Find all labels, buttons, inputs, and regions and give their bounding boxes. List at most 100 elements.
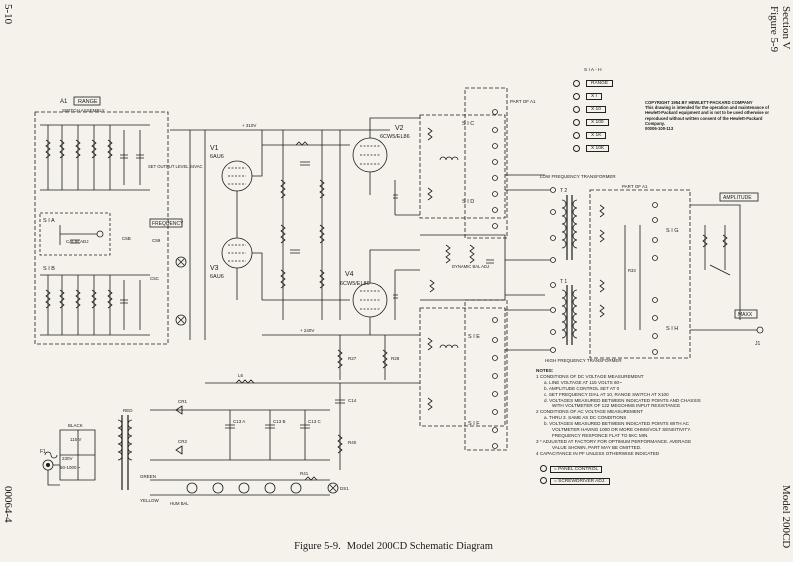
note-line: c. SET FREQUENCY DIAL AT 10, RANGE SWITC… [544, 391, 669, 397]
note-line: WITH VOLTMETER OF 122 MEGOHMS INPUT RESI… [552, 403, 681, 409]
copyright-body: This drawing is intended for the operati… [645, 105, 770, 126]
part-of-a1-right: PART OF A1 [622, 184, 648, 189]
switch-legend-item: X I [586, 93, 602, 100]
black-wire-label: BLACK [68, 423, 83, 428]
switch-position-legend: S I A - H RANGE X I X 10 X 100 X 1K X 10… [573, 64, 614, 155]
s1c-label: S I C [462, 121, 474, 127]
green-wire-label: GREEN [140, 474, 156, 479]
lower-resistor-bank: S I B [40, 266, 150, 336]
c5c-label: C5C [150, 276, 160, 281]
mid-resistor-columns [262, 130, 350, 320]
copyright-line: COPYRIGHT 1954 BY HEWLETT-PACKARD COMPAN… [645, 100, 753, 105]
xfmr-115-label: 115 V [70, 437, 81, 442]
red-wire-label: RED [123, 408, 133, 413]
c13a-label: C13 A [233, 419, 245, 424]
j1-label: J1 [755, 341, 761, 347]
r41-label: R41 [300, 471, 309, 476]
dynamic-bal-label: DYNAMIC BAL ADJ [452, 264, 489, 269]
switch-assembly-box [34, 111, 169, 345]
lamp-r12 [175, 314, 187, 326]
switch-legend-item: X 1K [586, 132, 607, 139]
filter-caps [150, 409, 330, 461]
c13b-label: C13 B [273, 419, 286, 424]
note-line: a. THRU 3. SAME AS DC CONDITIONS [544, 415, 627, 421]
output-switch-box [589, 189, 691, 359]
output-box [734, 309, 758, 319]
s1f-label: S I F [468, 421, 480, 427]
v1-type: 6AU6 [210, 154, 224, 160]
range-box-label: RANGE [78, 99, 98, 105]
ds1-label: DS1 [340, 486, 349, 491]
v4-label: V4 [345, 271, 354, 278]
note-line: d. VOLTAGES MEASURED BETWEEN INDICATED P… [544, 397, 701, 403]
c59-label: C59 [152, 238, 161, 243]
note-line: b. AMPLITUDE CONTROL SET AT 0 [544, 385, 620, 391]
switch-legend-item: X 100 [586, 119, 609, 126]
frequency-box-label: FREQUENCY [152, 221, 184, 227]
xfmr-230-label: 230V [62, 456, 73, 461]
switch-assembly-label: SWITCH ASSEMBLY [62, 108, 105, 113]
copyright-code: 00006-100-113 [645, 126, 674, 132]
line-freq-label: 50-1000 ~ [60, 465, 81, 470]
panel-control-legend: = PANEL CONTROL [540, 465, 603, 473]
figure-title: Model 200CD Schematic Diagram [346, 541, 493, 552]
cr2-label: CR2 [178, 439, 187, 444]
v2-tube [352, 137, 388, 173]
figure-number: Figure 5-9. [294, 541, 341, 552]
note-line: VALUE SHOWN, PART MAY BE OMITTED. [552, 444, 642, 450]
switch-legend-row: RANGE [573, 77, 614, 90]
note-line: a. LINE VOLTAGE AT 115 VOLTS 60~ [544, 379, 622, 385]
t2-label: T 2 [560, 188, 567, 194]
lf-transformer-label: LOW FREQUENCY TRANSFORMER [540, 174, 616, 179]
s1ef-box [419, 307, 506, 427]
hum-bal-label: HUM BAL [170, 501, 189, 506]
s1b-label: S I B [43, 266, 55, 272]
c13c-label: C13 C [308, 419, 322, 424]
f1-label: F1 [40, 449, 46, 455]
s1e-label: S I E [468, 334, 480, 340]
j1-jack [756, 326, 764, 334]
r33-label: R33 [628, 268, 636, 273]
switch-contacts-upper [492, 109, 498, 229]
c5b-label: C5B [122, 236, 131, 241]
c14-label: C14 [348, 398, 357, 403]
yellow-wire-label: YELLOW [140, 498, 160, 503]
v4-type: 6CW5/EL86 [340, 281, 370, 287]
upper-resistor-bank [40, 124, 150, 191]
cr2-diode [175, 445, 183, 455]
s1d-label: S I D [462, 199, 474, 205]
r40-label: R40 [348, 440, 357, 445]
note-line: 3 * ADJUSTED AT FACTORY FOR OPTIMUM PERF… [536, 438, 692, 444]
r28-label: R28 [391, 356, 400, 361]
range-box [73, 96, 101, 106]
s1h-label: S I H [666, 326, 678, 332]
figure-caption: Figure 5-9. Model 200CD Schematic Diagram [0, 541, 793, 552]
notes-block: NOTES: 1 CONDITIONS OF DC VOLTAGE MEASUR… [536, 368, 786, 457]
output-box-label: MAXX [738, 312, 753, 318]
a1-label: A1 [60, 99, 68, 105]
v2-label: V2 [395, 125, 404, 132]
power-transformer [59, 415, 133, 490]
screwdriver-legend: = SCREWDRIVER ADJ. [540, 477, 610, 485]
note-line: 1 CONDITIONS OF DC VOLTAGE MEASUREMENT [536, 373, 644, 379]
switch-legend-item: X 10 [586, 106, 606, 113]
l6-label: L6 [238, 373, 244, 378]
note-line: b. VOLTAGES MEASURED BETWEEN INDICATED P… [544, 421, 689, 427]
v-plus-label: + 240V [300, 328, 314, 333]
switch-legend-row: X 1K [573, 129, 613, 142]
amplitude-box-label: AMPLITUDE [723, 195, 752, 201]
lamp-r11 [175, 256, 187, 268]
notes-title: NOTES: [536, 368, 554, 373]
r27-label: R27 [348, 356, 357, 361]
switch-legend-row: X 10 [573, 103, 613, 116]
switch-legend-row: X I [573, 90, 613, 103]
s1a-box [39, 212, 111, 256]
s1a-label: S I A [43, 218, 55, 224]
v3-type: 6AU6 [210, 274, 224, 280]
t1-label: T 1 [560, 279, 567, 285]
ds1-lamp [327, 482, 339, 494]
v1-label: V1 [210, 145, 219, 152]
switch-legend-item: X 10K [586, 145, 610, 152]
hf-transformer-label: HIGH FREQUENCY TRANSFORMER [545, 358, 622, 363]
